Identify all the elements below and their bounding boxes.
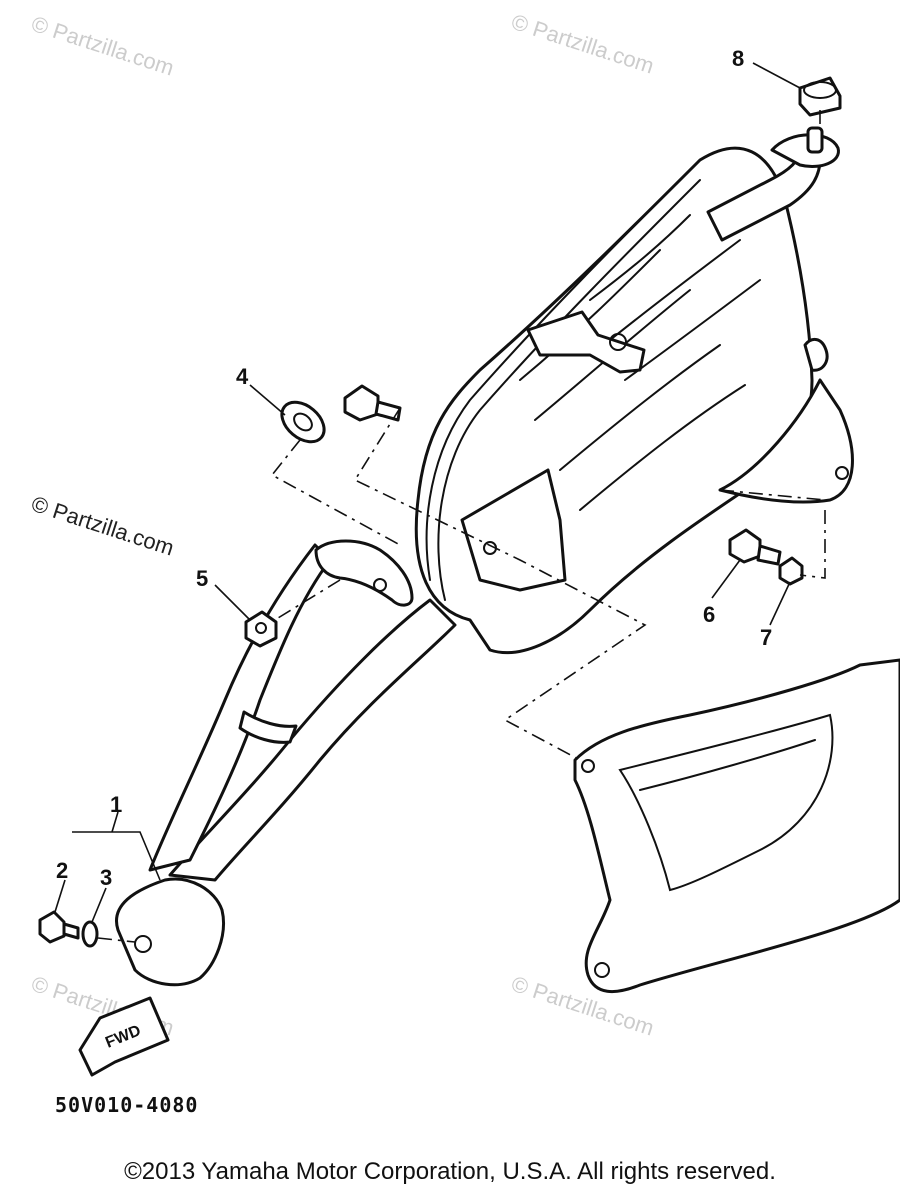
gasket	[280, 400, 326, 444]
callout-2: 2	[56, 858, 68, 883]
callout-labels: 8 4 5 6 7 1 2 3	[56, 46, 772, 890]
muffler-bolt-top	[343, 384, 402, 422]
copyright-notice: ©2013 Yamaha Motor Corporation, U.S.A. A…	[124, 1158, 776, 1185]
bracket-bolt	[728, 528, 782, 566]
watermark-left: © Partzilla.com	[28, 491, 177, 561]
callout-3: 3	[100, 865, 112, 890]
fwd-arrow: FWD	[78, 996, 170, 1077]
watermark-top-right: © Partzilla.com	[508, 9, 657, 79]
grommet	[798, 76, 842, 117]
muffler	[414, 126, 854, 655]
callout-5: 5	[196, 566, 208, 591]
muffler-bracket	[573, 658, 900, 994]
hardware	[38, 76, 842, 948]
flange-nut	[244, 610, 278, 648]
callout-7: 7	[760, 625, 772, 650]
assembly-lines	[97, 110, 826, 943]
bracket-nut	[778, 556, 804, 586]
callout-6: 6	[703, 602, 715, 627]
callout-8: 8	[732, 46, 744, 71]
watermark-top-left: © Partzilla.com	[28, 11, 177, 81]
callout-4: 4	[236, 364, 249, 389]
front-bolt	[38, 910, 80, 944]
diagram-code: 50V010-4080	[55, 1093, 198, 1117]
exhaust-pipe	[115, 539, 457, 987]
leader-lines	[54, 62, 801, 923]
callout-1: 1	[110, 792, 122, 817]
front-washer	[81, 920, 99, 948]
